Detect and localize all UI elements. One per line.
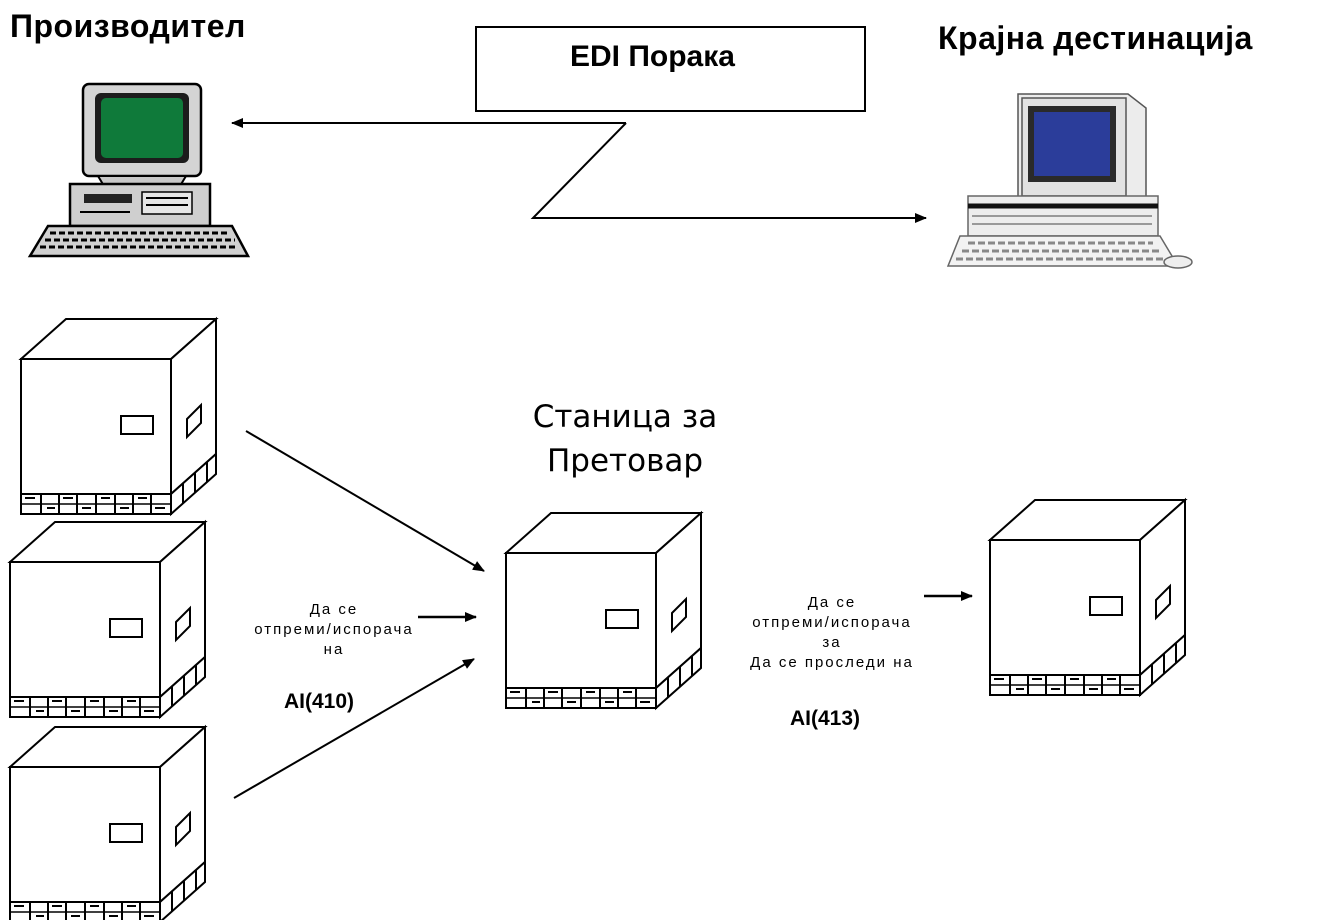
ship-to-label: Да се отпреми/испорача на — [224, 600, 444, 660]
producer-screen — [101, 98, 183, 158]
producer-box-2 — [9, 521, 206, 718]
destination-title: Крајна дестинација — [938, 20, 1253, 56]
edi-message-box — [475, 26, 866, 112]
ship-for-label: Да се отпреми/испорача за Да се проследи… — [722, 593, 942, 673]
ai-410-label: AI(410) — [284, 690, 355, 713]
edi-zigzag-line — [530, 122, 927, 223]
ai-413-label: AI(413) — [790, 707, 861, 730]
destination-computer-icon — [946, 93, 1193, 269]
ship-for-line2: отпреми/испорача — [752, 614, 912, 631]
producer-box-3 — [9, 726, 206, 920]
station-label: Станица за Претовар — [480, 395, 770, 483]
producer-computer-icon — [27, 82, 251, 258]
transshipment-box — [505, 512, 702, 709]
arrow-box1-to-station — [245, 430, 485, 572]
arrow-box3-to-station — [233, 658, 475, 799]
destination-screen — [1034, 112, 1110, 176]
station-label-line2: Претовар — [546, 443, 704, 479]
ship-for-line1: Да се — [807, 594, 857, 611]
ship-to-line2: отпреми/испорача — [254, 621, 414, 638]
destination-box — [989, 499, 1186, 696]
producer-title: Производител — [10, 8, 246, 44]
producer-box-1 — [20, 318, 217, 515]
ship-to-line1: Да се — [309, 601, 359, 618]
station-label-line1: Станица за — [532, 399, 718, 435]
ship-for-line3: за — [822, 634, 842, 651]
edi-message-label: EDI Порака — [570, 40, 735, 73]
ship-to-line3: на — [323, 641, 345, 658]
ship-for-line4: Да се проследи на — [750, 654, 914, 671]
